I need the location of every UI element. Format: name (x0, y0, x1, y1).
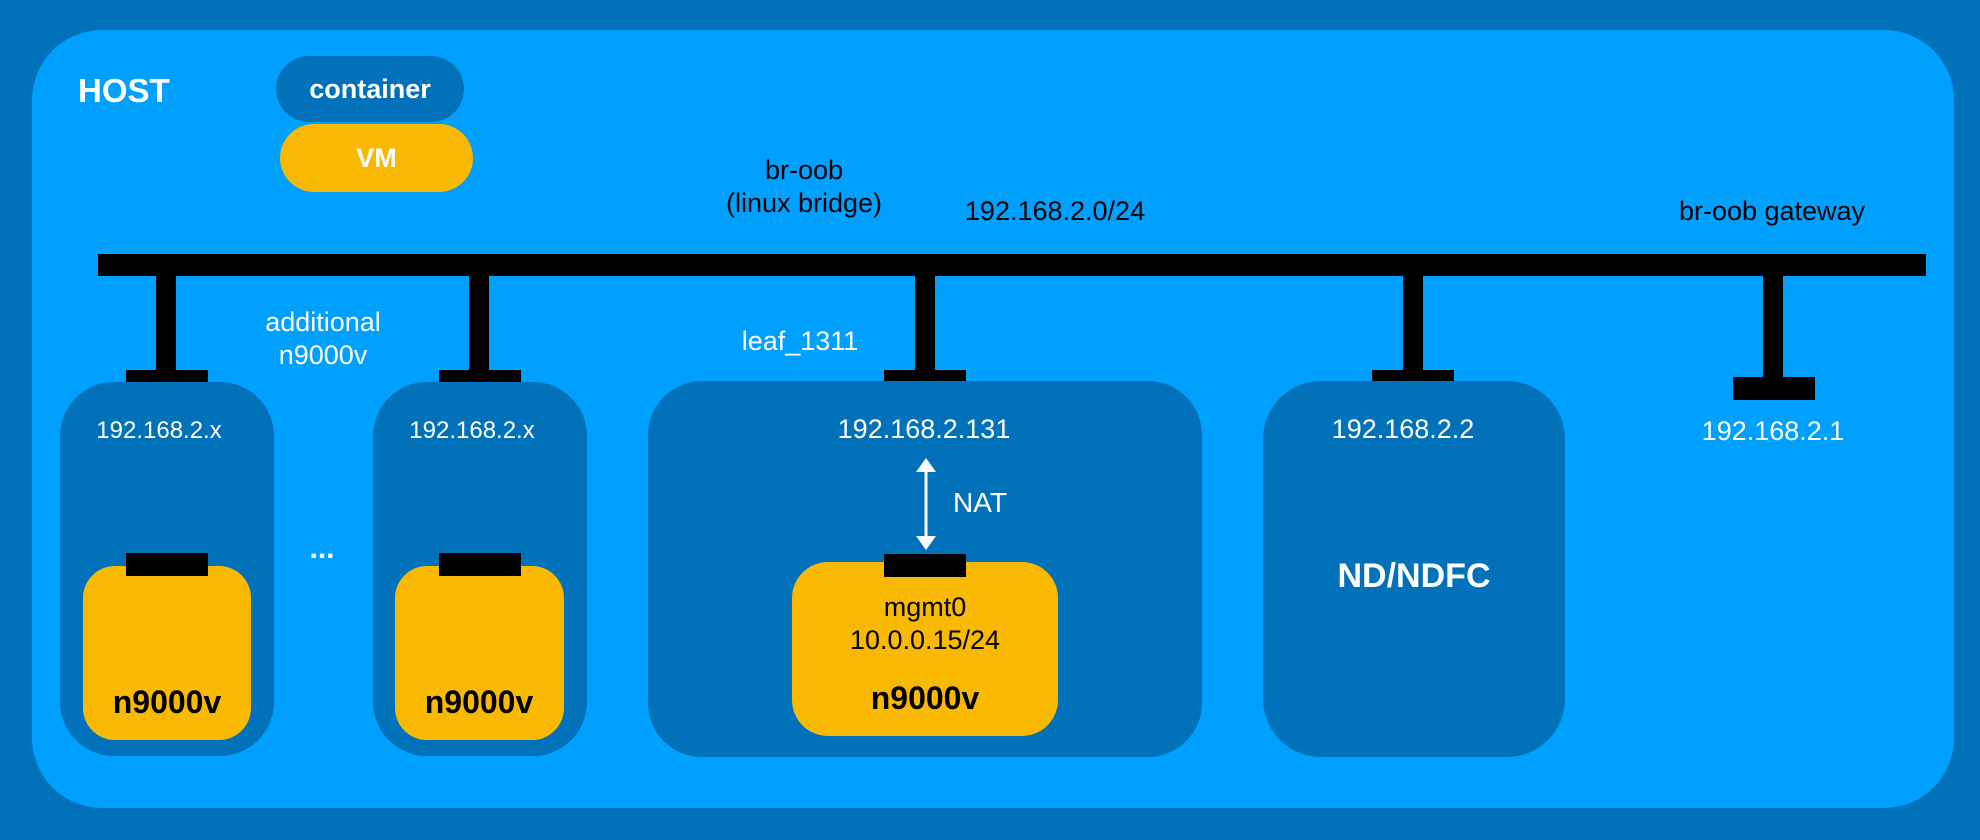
legend-vm-label: VM (356, 142, 397, 173)
node-vm-label: n9000v (424, 684, 534, 720)
vm-port-1 (126, 553, 208, 576)
port-gateway (1733, 377, 1815, 400)
drop-gateway (1763, 276, 1783, 378)
bridge-bus (98, 254, 1926, 276)
nat-label: NAT (953, 487, 1007, 518)
nd-label: ND/NDFC (1337, 557, 1491, 595)
leaf-ip: 192.168.2.131 (837, 414, 1011, 444)
node-vm-label: n9000v (112, 684, 222, 720)
bridge-name: br-oob (764, 155, 844, 185)
leaf-vm-port (884, 554, 966, 577)
additional-line2: n9000v (278, 340, 368, 370)
bridge-gateway-label: br-oob gateway (1678, 196, 1866, 226)
gateway-ip: 192.168.2.1 (1701, 416, 1845, 446)
additional-line1: additional (265, 307, 381, 337)
nd-container (1263, 381, 1565, 757)
drop-node-2 (469, 276, 489, 371)
host-label: HOST (78, 72, 170, 109)
leaf-name: leaf_1311 (741, 326, 859, 356)
drop-node-1 (156, 276, 176, 371)
node-vm-2 (395, 566, 564, 740)
ellipsis: ... (309, 532, 335, 565)
node-vm-1 (83, 566, 251, 740)
legend-container-label: container (309, 73, 431, 104)
nat-arrow-icon (916, 458, 936, 550)
nd-ip: 192.168.2.2 (1331, 414, 1475, 444)
leaf-mgmt-ip: 10.0.0.15/24 (849, 625, 1001, 655)
bridge-subnet: 192.168.2.0/24 (964, 196, 1146, 226)
bridge-type: (linux bridge) (725, 188, 883, 218)
vm-port-2 (439, 553, 521, 576)
leaf-vm-label: n9000v (870, 680, 980, 716)
leaf-mgmt-iface: mgmt0 (883, 592, 967, 622)
drop-nd (1403, 276, 1423, 371)
legend-container: container (276, 56, 464, 122)
leaf-vm (792, 562, 1058, 736)
legend-vm: VM (280, 124, 473, 192)
node-ip: 192.168.2.x (96, 417, 222, 444)
drop-leaf (915, 276, 935, 371)
node-ip: 192.168.2.x (409, 417, 535, 444)
